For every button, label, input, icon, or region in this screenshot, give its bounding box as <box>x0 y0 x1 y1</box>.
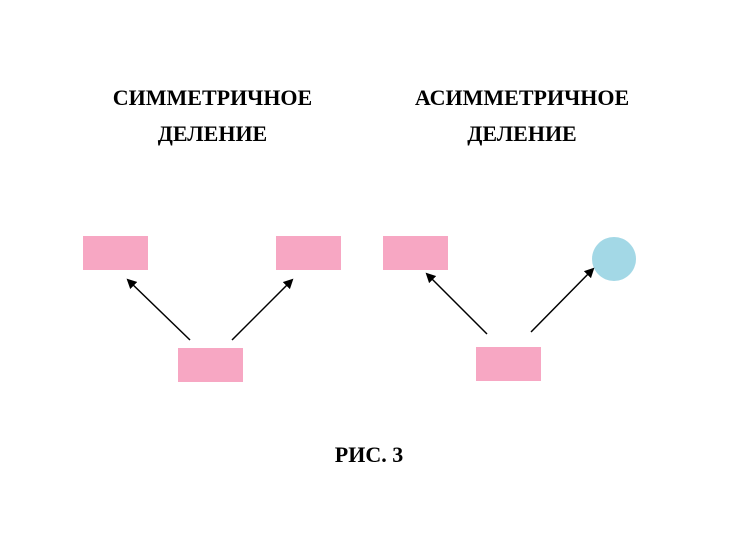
asymmetric-title-line2: ДЕЛЕНИЕ <box>467 121 577 146</box>
symmetric-daughter-cell-right <box>276 236 341 270</box>
symmetric-daughter-cell-left <box>83 236 148 270</box>
asymmetric-division-title: АСИММЕТРИЧНОЕ ДЕЛЕНИЕ <box>372 80 672 152</box>
asymmetric-parent-cell <box>476 347 541 381</box>
arrow-asym-right <box>530 267 595 333</box>
asymmetric-title-line1: АСИММЕТРИЧНОЕ <box>414 85 630 110</box>
asymmetric-distinct-daughter-cell <box>592 237 636 281</box>
figure-caption: РИС. 3 <box>334 442 404 467</box>
asymmetric-daughter-cell-left <box>383 236 448 270</box>
arrow-sym-right <box>231 278 294 341</box>
arrow-asym-left <box>425 272 488 335</box>
symmetric-parent-cell <box>178 348 243 382</box>
symmetric-division-title: СИММЕТРИЧНОЕ ДЕЛЕНИЕ <box>70 80 355 152</box>
symmetric-title-line2: ДЕЛЕНИЕ <box>157 121 268 146</box>
symmetric-title-line1: СИММЕТРИЧНОЕ <box>112 85 313 110</box>
arrow-sym-left <box>126 278 191 341</box>
